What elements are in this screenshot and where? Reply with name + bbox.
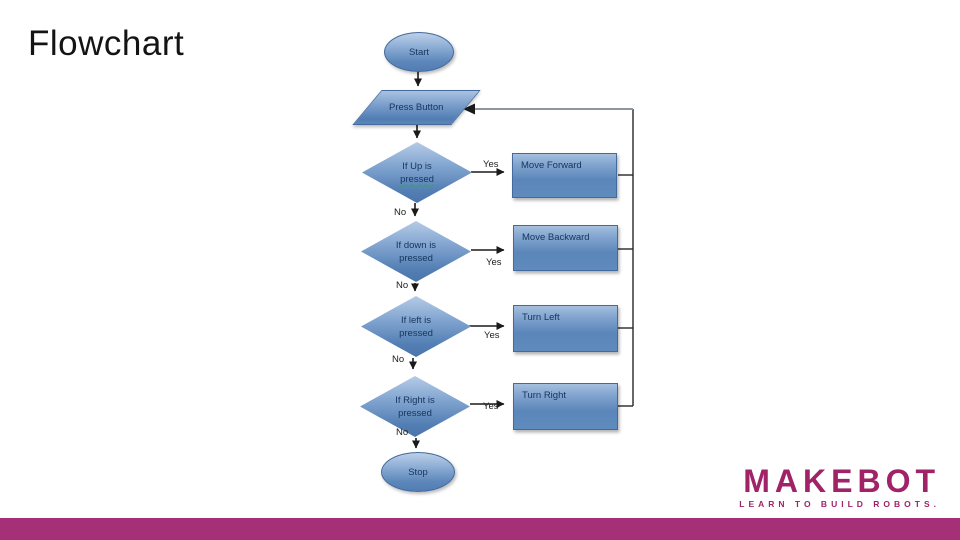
edge-label-no-2: No [396,280,409,291]
node-if-up-pressed: If Up is pressed [362,142,472,203]
edge-label-no-4: No [396,427,409,438]
makebot-tagline: LEARN TO BUILD ROBOTS. [739,499,940,509]
makebot-logo-text: MAKEBOT [743,463,940,499]
bottom-accent-bar [0,518,960,540]
edge-label-yes-1: Yes [483,159,499,170]
node-press-button-label: Press Button [389,102,444,113]
node-move-backward: Move Backward [513,225,618,271]
node-if-left-pressed: If left is pressed [361,296,471,357]
node-stop: Stop [381,452,455,492]
node-move-forward: Move Forward [512,153,617,198]
node-if-up-pressed-label: If Up is pressed [400,160,434,185]
node-if-down-pressed-label: If down is pressed [395,239,437,264]
node-turn-right-label: Turn Right [522,390,566,401]
edge-label-no-3: No [392,354,405,365]
node-if-right-pressed-label: If Right is pressed [395,394,435,419]
edge-label-no-1: No [394,207,407,218]
node-if-down-pressed: If down is pressed [361,221,471,282]
node-turn-left-label: Turn Left [522,312,560,323]
node-turn-right: Turn Right [513,383,618,430]
node-if-left-pressed-label: If left is pressed [399,314,433,339]
edge-label-yes-4: Yes [483,401,499,412]
edge-label-yes-3: Yes [484,330,500,341]
node-press-button: Press Button [352,90,481,125]
node-start-label: Start [408,46,430,58]
node-turn-left: Turn Left [513,305,618,352]
node-start: Start [384,32,454,72]
page-title: Flowchart [28,24,185,63]
edge-label-yes-2: Yes [486,257,502,268]
node-move-forward-label: Move Forward [521,160,582,171]
node-if-right-pressed: If Right is pressed [360,376,470,437]
makebot-logo: MAKEBOT LEARN TO BUILD ROBOTS. [739,463,940,509]
node-stop-label: Stop [408,466,428,478]
node-move-backward-label: Move Backward [522,232,590,243]
